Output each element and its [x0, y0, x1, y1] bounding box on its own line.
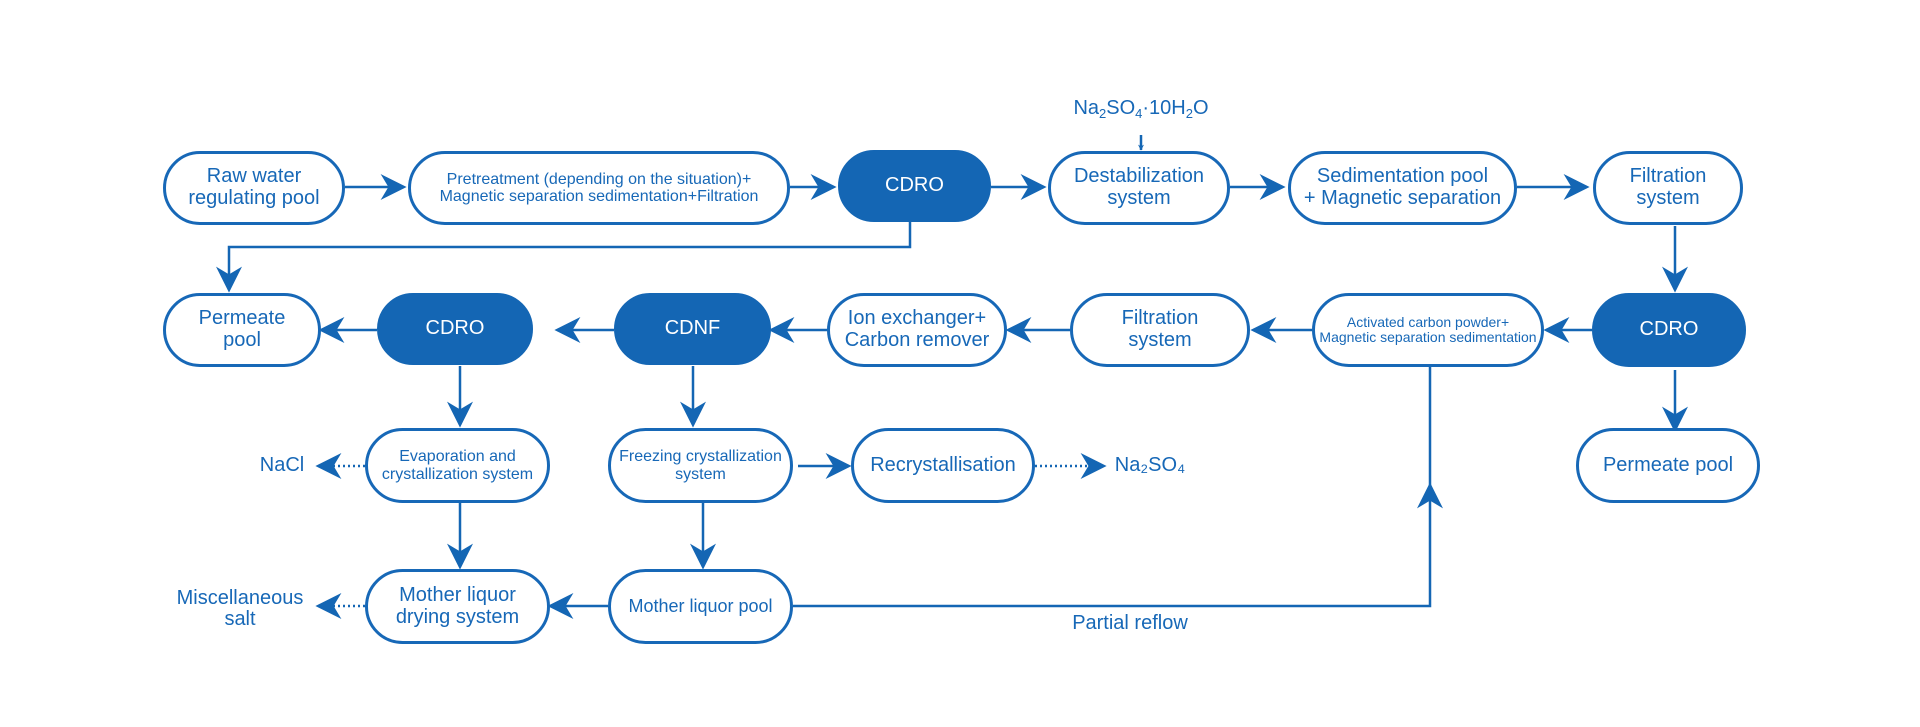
node-label: CDRO: [425, 317, 485, 340]
node-cdro-right: CDRO: [1592, 293, 1746, 367]
node-label-line: regulating pool: [188, 187, 320, 209]
node-mother-liquor-pool: Mother liquor pool: [608, 569, 793, 644]
node-label-line: Permeate: [198, 307, 286, 330]
node-permeate-pool-right: Permeate pool: [1576, 428, 1760, 503]
node-label-line: system: [1107, 187, 1171, 209]
node-label-line: Magnetic separation sedimentation: [1319, 329, 1537, 345]
node-label: Mother liquor pool: [628, 595, 773, 616]
formula-part: Na: [1073, 97, 1100, 119]
node-label: Recrystallisation: [870, 453, 1016, 476]
node-label-line: Activated carbon powder+: [1346, 313, 1510, 330]
formula-part: ·10H: [1142, 97, 1186, 119]
node-label: CDRO: [1639, 318, 1699, 341]
label-na2so4-product: Na₂SO₄: [1105, 455, 1195, 476]
formula-part: O: [1192, 97, 1209, 119]
node-recrystallisation: Recrystallisation: [851, 428, 1035, 503]
node-label: Permeate pool: [1602, 453, 1734, 476]
formula-subscript: 2: [1099, 106, 1107, 121]
node-label-line: system: [1128, 329, 1192, 351]
node-label: CDNF: [664, 317, 721, 340]
node-label-line: system: [1636, 187, 1700, 209]
label-text: Partial reflow: [1072, 612, 1188, 634]
node-label-line: + Magnetic separation: [1303, 187, 1502, 209]
label-text: NaCl: [259, 454, 305, 476]
node-label-line: Raw water: [206, 165, 302, 188]
label-nacl: NaCl: [252, 455, 312, 476]
formula-subscript: 4: [1135, 106, 1143, 121]
node-label-line: Filtration: [1629, 165, 1707, 188]
node-label-line: Destabilization: [1073, 165, 1205, 188]
node-label: CDRO: [885, 174, 944, 197]
node-label-line: crystallization system: [381, 465, 534, 483]
arrow-partial-reflow: [793, 482, 1443, 608]
label-sodium-sulfate-decahydrate: Na2SO4·10H2O: [1060, 98, 1222, 121]
node-label-line: pool: [223, 329, 261, 351]
node-label-line: Pretreatment (depending on the situation…: [446, 170, 752, 188]
node-cdro-mid-left: CDRO: [377, 293, 533, 365]
node-cdnf: CDNF: [614, 293, 771, 365]
label-line: Miscellaneous: [176, 587, 304, 609]
formula-part: SO: [1106, 97, 1136, 119]
node-activated-carbon: Activated carbon powder+Magnetic separat…: [1312, 293, 1544, 367]
node-label-line: Mother liquor: [399, 583, 516, 606]
node-label-line: Magnetic separation sedimentation+Filtra…: [439, 188, 759, 205]
label-partial-reflow: Partial reflow: [1030, 613, 1230, 634]
node-label-line: system: [675, 465, 726, 483]
node-sedimentation-pool: Sedimentation pool+ Magnetic separation: [1288, 151, 1517, 225]
node-cdro-top: CDRO: [838, 150, 991, 222]
formula-subscript: 2: [1185, 106, 1193, 121]
node-label-line: Evaporation and: [399, 448, 516, 466]
arrow-cdro-to-permeate-pool: [216, 222, 912, 293]
node-pretreatment: Pretreatment (depending on the situation…: [408, 151, 790, 225]
node-label-line: Carbon remover: [844, 329, 990, 351]
node-label-line: Ion exchanger+: [847, 307, 987, 330]
label-line: salt: [224, 608, 256, 630]
node-label-line: Freezing crystallization: [619, 448, 782, 466]
node-ion-exchanger: Ion exchanger+Carbon remover: [827, 293, 1007, 367]
node-label-line: drying system: [395, 605, 520, 628]
node-label-line: Filtration: [1121, 307, 1199, 330]
label-text: Na₂SO₄: [1114, 454, 1186, 476]
node-label-line: Sedimentation pool: [1316, 165, 1489, 188]
